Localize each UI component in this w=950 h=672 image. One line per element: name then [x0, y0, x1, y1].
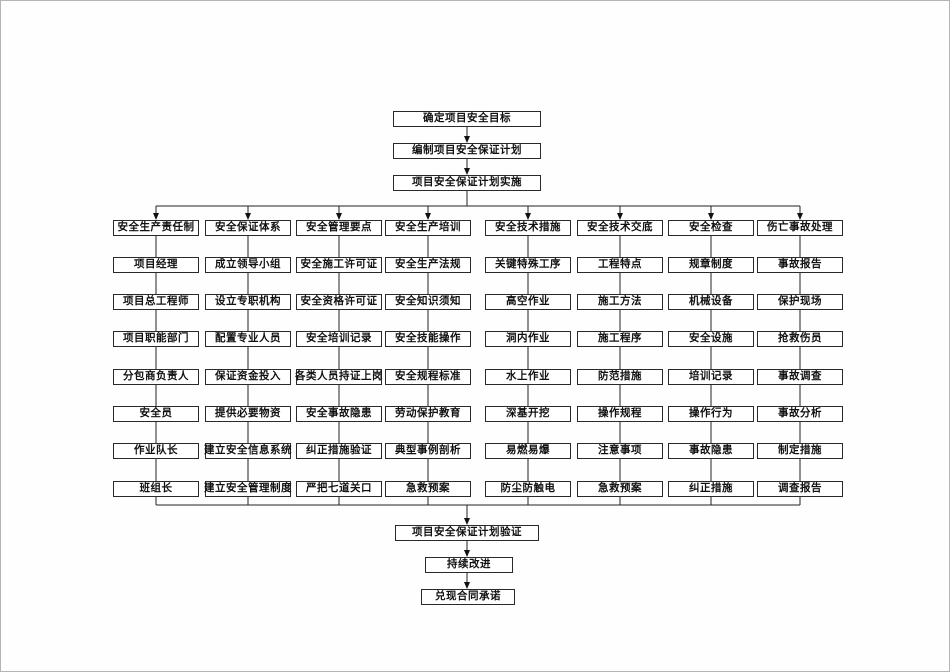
flow-node: 安全知识须知: [385, 294, 471, 310]
flow-node: 项目总工程师: [113, 294, 199, 310]
arrowhead-icon: [464, 582, 470, 589]
flow-node: 抢救伤员: [757, 331, 843, 347]
arrowhead-icon: [425, 213, 431, 220]
flow-node: 安全员: [113, 406, 199, 422]
flow-node: 典型事例剖析: [385, 443, 471, 459]
flow-node: 项目经理: [113, 257, 199, 273]
flow-node: 易燃易爆: [485, 443, 571, 459]
flow-node-determine-goals: 确定项目安全目标: [393, 111, 541, 127]
flow-node: 洞内作业: [485, 331, 571, 347]
flow-node: 安全施工许可证: [296, 257, 382, 273]
flow-node: 培训记录: [668, 369, 754, 385]
flow-node: 操作行为: [668, 406, 754, 422]
flow-node-fulfill-contract: 兑现合同承诺: [421, 589, 515, 605]
flow-node: 安全培训记录: [296, 331, 382, 347]
flow-node: 施工方法: [577, 294, 663, 310]
flow-node: 建立安全管理制度: [204, 481, 292, 497]
flow-node-implement-plan: 项目安全保证计划实施: [393, 175, 541, 191]
arrowhead-icon: [797, 213, 803, 220]
arrowhead-icon: [464, 550, 470, 557]
flow-node: 安全事故隐患: [296, 406, 382, 422]
arrowhead-icon: [617, 213, 623, 220]
flow-node: 保证资金投入: [205, 369, 291, 385]
flow-node: 规章制度: [668, 257, 754, 273]
flow-node-continuous-improvement: 持续改进: [425, 557, 513, 573]
flow-node: 高空作业: [485, 294, 571, 310]
arrowhead-icon: [245, 213, 251, 220]
flow-node: 防范措施: [577, 369, 663, 385]
flow-node: 安全资格许可证: [296, 294, 382, 310]
flow-node: 严把七道关口: [296, 481, 382, 497]
flow-node: 事故隐患: [668, 443, 754, 459]
flow-node-col3-header: 安全管理要点: [296, 220, 382, 236]
flow-node-compile-plan: 编制项目安全保证计划: [393, 143, 541, 159]
flow-node-verify-plan: 项目安全保证计划验证: [395, 525, 539, 541]
flow-node: 安全规程标准: [385, 369, 471, 385]
flow-node: 安全技能操作: [385, 331, 471, 347]
flow-node-col2-header: 安全保证体系: [205, 220, 291, 236]
flow-node: 设立专职机构: [205, 294, 291, 310]
flow-node-col4-header: 安全生产培训: [385, 220, 471, 236]
flow-node: 注意事项: [577, 443, 663, 459]
flow-node: 调查报告: [757, 481, 843, 497]
flow-node: 各类人员持证上岗: [295, 369, 383, 385]
flow-node-col8-header: 伤亡事故处理: [757, 220, 843, 236]
flow-node: 操作规程: [577, 406, 663, 422]
flow-node: 班组长: [113, 481, 199, 497]
flow-node: 工程特点: [577, 257, 663, 273]
flow-node: 制定措施: [757, 443, 843, 459]
arrowhead-icon: [708, 213, 714, 220]
flow-node-col6-header: 安全技术交底: [577, 220, 663, 236]
flow-node: 成立领导小组: [205, 257, 291, 273]
flow-node-col5-header: 安全技术措施: [485, 220, 571, 236]
flow-node: 关键特殊工序: [485, 257, 571, 273]
flow-node: 事故分析: [757, 406, 843, 422]
arrowhead-icon: [336, 213, 342, 220]
flow-node: 配置专业人员: [205, 331, 291, 347]
flow-node: 急救预案: [385, 481, 471, 497]
flow-node: 水上作业: [485, 369, 571, 385]
flow-node: 分包商负责人: [113, 369, 199, 385]
flow-node: 安全设施: [668, 331, 754, 347]
flow-node: 作业队长: [113, 443, 199, 459]
flow-node: 建立安全信息系统: [204, 443, 292, 459]
flow-node-col1-header: 安全生产责任制: [113, 220, 199, 236]
flow-node: 急救预案: [577, 481, 663, 497]
flow-node: 项目职能部门: [113, 331, 199, 347]
arrowhead-icon: [525, 213, 531, 220]
flow-node: 事故报告: [757, 257, 843, 273]
flow-node: 深基开挖: [485, 406, 571, 422]
flow-node: 事故调查: [757, 369, 843, 385]
flow-node: 劳动保护教育: [385, 406, 471, 422]
flow-node: 防尘防触电: [485, 481, 571, 497]
arrowhead-icon: [464, 518, 470, 525]
flow-node: 机械设备: [668, 294, 754, 310]
flow-node: 纠正措施验证: [296, 443, 382, 459]
flow-node-col7-header: 安全检查: [668, 220, 754, 236]
arrowhead-icon: [464, 136, 470, 143]
flow-node: 保护现场: [757, 294, 843, 310]
flow-node: 安全生产法规: [385, 257, 471, 273]
flow-node: 施工程序: [577, 331, 663, 347]
arrowhead-icon: [153, 213, 159, 220]
flow-node: 提供必要物资: [205, 406, 291, 422]
flow-node: 纠正措施: [668, 481, 754, 497]
arrowhead-icon: [464, 168, 470, 175]
